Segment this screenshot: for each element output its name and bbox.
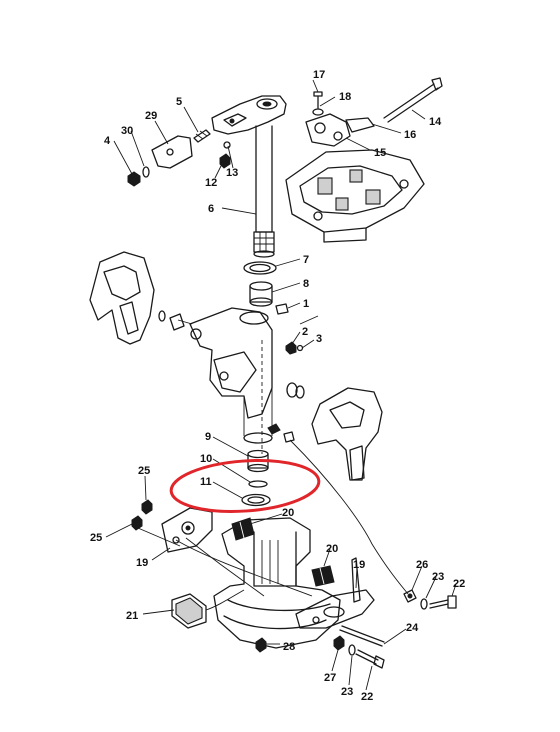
callout-label: 18 [339, 91, 351, 103]
callout-label: 5 [176, 96, 182, 108]
fitting-26-part [403, 589, 417, 603]
callout-label: 4 [104, 135, 111, 147]
bushing-7-part [243, 261, 277, 275]
pin-part [275, 303, 289, 315]
callout-labels: 17 18 14 5 29 30 4 16 15 13 12 6 7 8 1 2… [90, 69, 465, 703]
assembly-lines [137, 315, 409, 611]
left-clamp-bracket-part [89, 251, 155, 345]
mount-21-part [171, 593, 207, 629]
tilt-bracket-part [305, 113, 375, 147]
bolt-part [193, 129, 211, 143]
washer-part [158, 310, 185, 331]
callout-label: 28 [283, 641, 295, 653]
callout-label: 13 [226, 167, 238, 179]
callout-label: 1 [303, 298, 309, 310]
callout-label: 24 [406, 622, 419, 634]
callout-label: 17 [313, 69, 325, 81]
callout-label: 10 [200, 453, 212, 465]
callout-label: 23 [341, 686, 353, 698]
clamp-plate-part [285, 149, 425, 243]
bolt-22-right-part [429, 595, 457, 609]
right-washer-part [286, 382, 305, 399]
callout-label: 19 [353, 559, 365, 571]
nut-27-part [333, 635, 345, 651]
bushing-8-part [249, 281, 273, 307]
callout-label: 12 [205, 177, 217, 189]
callout-label: 20 [282, 507, 294, 519]
bolt-28-part [255, 637, 267, 653]
bolt-25-left-part [131, 515, 143, 531]
grease-fitting-part [219, 141, 231, 169]
washer-11-part [241, 493, 271, 507]
callout-label: 11 [200, 476, 212, 488]
callout-label: 23 [432, 571, 444, 583]
o-ring-10-part [248, 480, 268, 488]
right-clamp-bracket-part [311, 387, 383, 481]
bolt-17-part [312, 91, 324, 116]
callout-label: 22 [361, 691, 373, 703]
bolt-2-part [285, 341, 304, 355]
washer-23-right-part [420, 598, 428, 610]
callout-label: 29 [145, 110, 157, 122]
callout-label: 20 [326, 543, 338, 555]
callout-label: 8 [303, 278, 309, 290]
callout-label: 21 [126, 610, 138, 622]
lower-bracket-right-part [295, 589, 375, 629]
callout-label: 27 [324, 672, 336, 684]
callout-label: 2 [302, 326, 308, 338]
lower-bracket-left-part [161, 507, 213, 553]
rubber-mount-right-part [311, 565, 335, 587]
callout-label: 19 [136, 557, 148, 569]
callout-label: 25 [138, 465, 150, 477]
callout-label: 16 [404, 129, 416, 141]
callout-label: 22 [453, 578, 465, 590]
swivel-bracket-part [189, 307, 273, 444]
callout-label: 3 [316, 333, 322, 345]
callout-label: 7 [303, 254, 309, 266]
rubber-mount-left-part [231, 517, 255, 541]
callout-label: 30 [121, 125, 133, 137]
long-bolt-part [383, 77, 443, 123]
steering-bracket-part [211, 95, 287, 135]
lower-mount-housing-part [213, 517, 341, 649]
callout-label: 25 [90, 532, 102, 544]
highlight-ellipse [169, 459, 321, 513]
bolt-25-top-part [141, 499, 153, 515]
stud-24-part [339, 625, 385, 647]
leader-lines [105, 79, 457, 691]
nut-part [127, 166, 150, 187]
callout-label: 6 [208, 203, 214, 215]
bracket-19-right-upright [351, 557, 361, 603]
callout-label: 15 [374, 147, 386, 159]
callout-label: 26 [416, 559, 428, 571]
small-bolt-part [267, 423, 295, 443]
callout-label: 9 [205, 431, 211, 443]
steering-shaft-part [253, 125, 275, 258]
bracket-part [151, 135, 193, 169]
callout-label: 14 [429, 116, 442, 128]
bolt-22-bottom-part [355, 649, 385, 669]
washer-23-bottom-part [348, 644, 356, 656]
